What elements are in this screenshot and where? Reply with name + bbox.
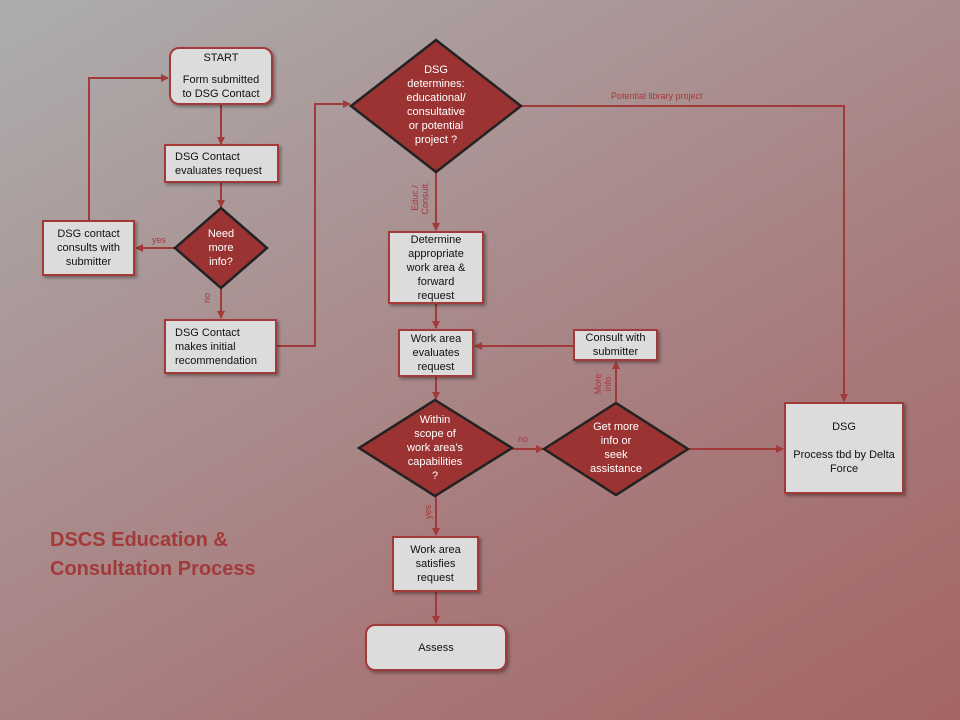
- arrow-initial-to-determines: [277, 100, 351, 347]
- node-text: Get more: [593, 421, 639, 433]
- node-text: capabilities: [407, 456, 463, 468]
- node-text: Need: [207, 228, 235, 240]
- node-text: educational/: [406, 92, 466, 104]
- consult-submitter-node: Consult with submitter: [573, 329, 658, 361]
- satisfies-node: Work area satisfies request: [392, 536, 479, 592]
- node-text: submitter: [65, 256, 112, 268]
- start-node: START Form submitted to DSG Contact: [169, 47, 273, 105]
- node-text: Work area: [410, 544, 461, 556]
- node-text: Assess: [418, 641, 454, 654]
- node-text: forward: [417, 275, 455, 288]
- node-heading: DSG: [832, 421, 856, 433]
- title-line: Consultation Process: [50, 558, 256, 580]
- page-title: DSCS Education & Consultation Process: [50, 526, 256, 584]
- node-text: request: [417, 289, 455, 302]
- decision-determines: [348, 38, 524, 174]
- consults-node: DSG contact consults with submitter: [42, 220, 135, 276]
- node-text: evaluates: [412, 347, 460, 359]
- need-info-text: Need more info?: [190, 220, 252, 276]
- within-scope-text: Within scope of work area's capabilities…: [395, 410, 475, 486]
- dsg-process-node: DSG Process tbd by Delta Force: [784, 402, 904, 494]
- label-line: More: [593, 373, 603, 395]
- edge-label-yes: yes: [152, 235, 167, 245]
- node-text: seek: [604, 449, 628, 461]
- node-text: satisfies: [415, 558, 456, 570]
- evaluates-node: DSG Contact evaluates request: [164, 144, 279, 183]
- start-text: Form submitted: [182, 74, 260, 86]
- edge-label-no: no: [202, 292, 213, 304]
- node-text: request: [417, 361, 455, 373]
- node-text: evaluates request: [175, 164, 262, 177]
- node-text: DSG: [424, 64, 448, 76]
- decision-within-scope: [356, 398, 515, 498]
- node-text: Consult with: [585, 332, 646, 344]
- edge-label-yes: yes: [423, 504, 434, 520]
- determines-text: DSG determines: educational/ consultativ…: [386, 60, 486, 150]
- label-line: Educ./: [410, 185, 420, 211]
- node-text: more: [208, 242, 234, 254]
- arrow-library-project: [521, 105, 848, 402]
- node-text: or potential: [408, 120, 464, 132]
- assess-node: Assess: [365, 624, 507, 671]
- node-text: project ?: [414, 134, 458, 146]
- node-text: Force: [829, 463, 859, 475]
- node-text: info?: [209, 256, 233, 268]
- node-text: Within: [419, 414, 451, 426]
- node-text: consults with: [57, 242, 120, 254]
- node-text: work area's: [407, 442, 463, 454]
- edge-label-educ-consult: Educ./ Consult.: [410, 178, 430, 218]
- node-text: assistance: [590, 463, 642, 475]
- decision-need-info: [173, 206, 269, 290]
- node-text: request: [417, 572, 454, 584]
- node-text: appropriate: [408, 247, 464, 260]
- get-more-text: Get more info or seek assistance: [576, 418, 656, 478]
- node-text: work area &: [406, 261, 466, 274]
- node-text: consultative: [406, 106, 466, 118]
- node-text: determines:: [407, 78, 465, 90]
- decision-get-more: [541, 401, 691, 497]
- node-text: scope of: [414, 428, 456, 440]
- node-text: Process tbd by Delta: [793, 449, 895, 461]
- determine-area-node: Determine appropriate work area & forwar…: [388, 231, 484, 304]
- node-text: DSG contact: [57, 228, 120, 240]
- work-area-evaluates-node: Work area evaluates request: [398, 329, 474, 377]
- node-text: ?: [431, 470, 439, 482]
- start-heading: START: [203, 52, 239, 64]
- edge-label-more-info: More info: [593, 369, 613, 399]
- start-text: to DSG Contact: [182, 88, 260, 100]
- node-text: Determine: [410, 233, 462, 246]
- node-text: recommendation: [175, 354, 257, 367]
- node-text: submitter: [592, 346, 639, 358]
- label-line: Consult.: [420, 181, 430, 215]
- title-line: DSCS Education &: [50, 529, 228, 551]
- label-line: info: [603, 376, 613, 392]
- edge-label-no: no: [518, 434, 529, 444]
- node-text: info or: [600, 435, 632, 447]
- node-text: DSG Contact: [175, 326, 240, 339]
- node-text: makes initial: [175, 340, 236, 353]
- edge-label-library: Potential library project: [611, 91, 703, 101]
- initial-recommendation-node: DSG Contact makes initial recommendation: [164, 319, 277, 374]
- arrow-consults-to-start: [88, 74, 169, 220]
- node-text: Work area: [410, 333, 462, 345]
- node-text: DSG Contact: [175, 150, 240, 163]
